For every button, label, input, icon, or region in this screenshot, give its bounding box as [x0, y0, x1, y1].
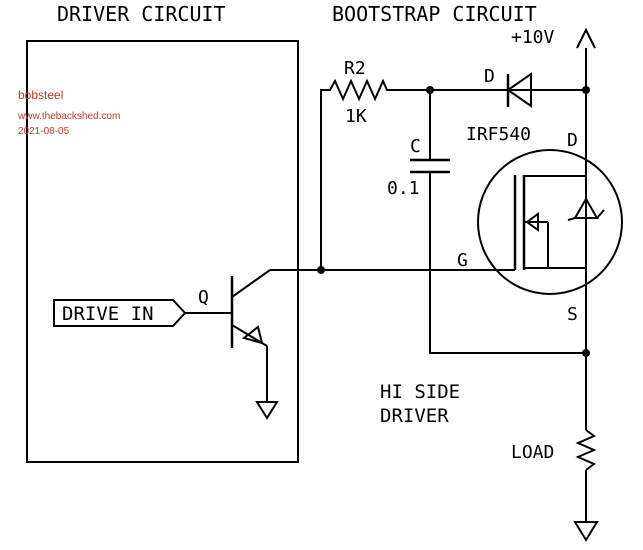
watermark-site: www.thebackshed.com	[17, 111, 120, 122]
r2-resistor	[320, 78, 586, 270]
source-junction-dot	[582, 349, 590, 357]
ground-symbol-driver	[255, 401, 279, 420]
supply-junction-dot	[582, 86, 590, 94]
bootstrap-circuit-title: BOOTSTRAP CIRCUIT	[332, 2, 537, 26]
drive-in-port-flag	[53, 299, 187, 327]
mosfet-body-circle	[477, 149, 623, 295]
watermark-author: bobsteel	[18, 88, 63, 102]
transistor-collector	[231, 269, 271, 298]
transistor-label: Q	[198, 287, 209, 308]
driver-circuit-title: DRIVER CIRCUIT	[57, 2, 226, 26]
load-label: LOAD	[511, 442, 554, 463]
ground-symbol-load	[573, 521, 599, 542]
drive-in-label: DRIVE IN	[62, 303, 154, 325]
drain-label: D	[567, 130, 578, 151]
cap-name-label: C	[410, 136, 421, 157]
emitter-arrow	[241, 325, 264, 345]
source-label: S	[567, 304, 578, 325]
mosfet-body-arrow	[525, 212, 539, 232]
load-resistor	[575, 429, 597, 471]
hi-side-line2: DRIVER	[380, 405, 449, 427]
body-diode-zener-bar	[567, 209, 605, 221]
cap-value-label: 0.1	[387, 178, 420, 199]
mosfet-name-label: IRF540	[466, 124, 531, 145]
r2-name-label: R2	[344, 58, 366, 79]
supply-label: +10V	[511, 27, 555, 48]
r2-value-label: 1K	[345, 106, 367, 127]
gate-label: G	[457, 250, 468, 271]
diode-symbol	[506, 72, 532, 108]
driver-circuit-box	[26, 40, 299, 463]
hi-side-line1: HI SIDE	[380, 381, 460, 403]
cap-bottom-wire	[429, 172, 586, 354]
supply-arrow	[576, 27, 596, 49]
diode-label: D	[484, 66, 495, 87]
watermark-date: 2021-08-05	[18, 126, 70, 137]
